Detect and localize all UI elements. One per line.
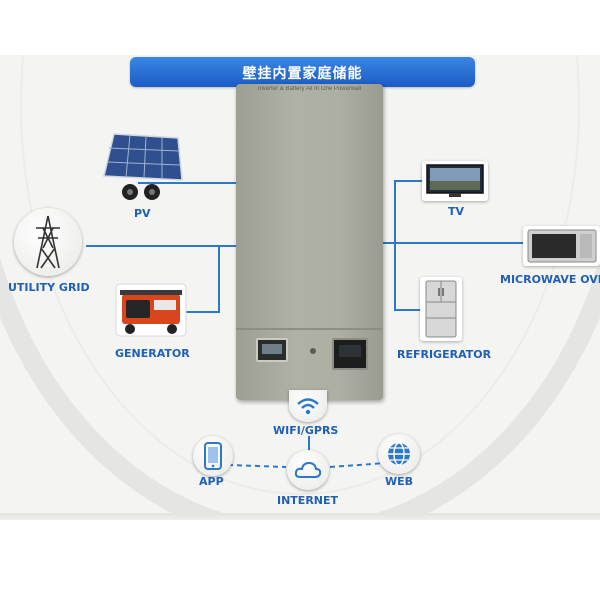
line-fridge [394,309,422,311]
internet-badge [287,450,329,490]
generator-label: GENERATOR [115,347,190,360]
pylon-icon [36,215,60,269]
utility-grid-label: UTILITY GRID [8,281,90,294]
wifi-label: WIFI/GPRS [273,424,339,437]
network-links [228,462,387,468]
line-tv [394,180,422,182]
phone-icon [204,442,222,470]
power-knob [310,348,316,354]
device-seam [236,328,383,330]
line-pv [138,182,236,184]
powerwall-unit: Inverter & Battery All In One Powerwall [236,84,383,400]
microwave-label: MICROWAVE OVE [500,273,600,286]
microwave-icon [527,229,597,263]
wall-shadow [0,513,600,520]
line-generator-h [186,311,220,313]
device-subtitle: Inverter & Battery All In One Powerwall [257,86,362,92]
line-loads-main [383,242,525,244]
title-banner: 壁挂内置家庭储能 [130,57,475,87]
bottom-margin [0,520,600,600]
wifi-icon [297,398,319,415]
web-label: WEB [385,475,414,488]
internet-label: INTERNET [277,494,339,507]
banner-title: 壁挂内置家庭储能 [242,66,363,82]
line-generator-v [218,245,220,313]
line-internet [308,436,310,452]
display-screen-left [256,338,288,362]
refrigerator-label: REFRIGERATOR [397,348,492,361]
generator-icon [115,283,187,337]
refrigerator-icon [425,280,457,338]
pv-label: PV [134,207,151,220]
line-grid [86,245,236,247]
display-screen-right [332,338,368,370]
solar-panel-icon [103,133,183,200]
tv-icon [426,164,484,197]
globe-icon [388,442,410,466]
cloud-icon [294,461,322,478]
app-label: APP [199,475,224,488]
tv-label: TV [448,205,465,218]
line-loads-v [394,180,396,310]
